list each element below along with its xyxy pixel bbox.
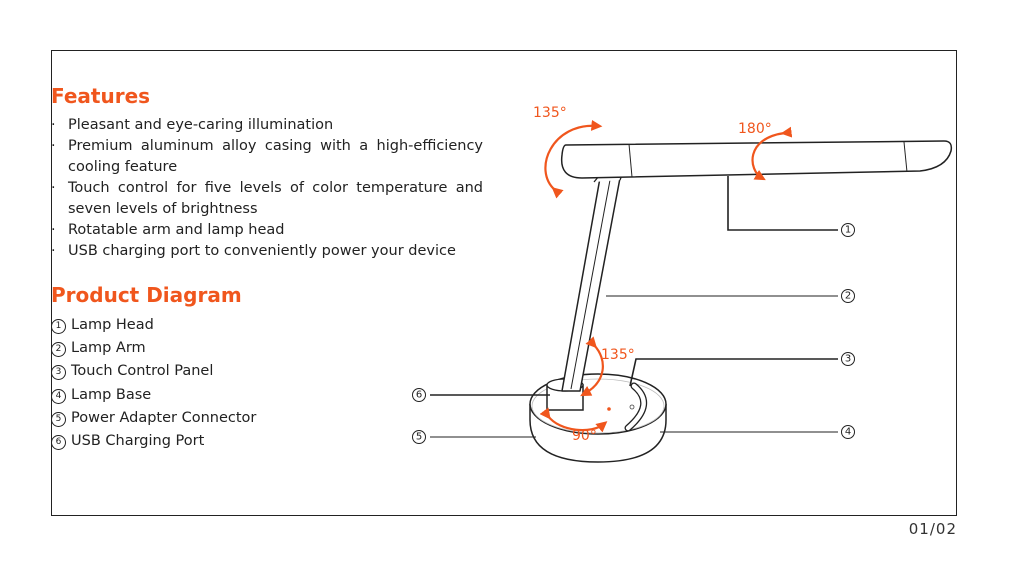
part-item: 1 Lamp Head <box>51 314 256 337</box>
callout-number: 2 <box>845 291 851 302</box>
part-label: Lamp Head <box>71 317 154 333</box>
part-label: Lamp Arm <box>71 340 146 357</box>
angle-label-arm-top: 135° <box>533 105 567 121</box>
part-label: Lamp Base <box>71 386 152 403</box>
part-number-badge: 2 <box>51 342 66 358</box>
features-heading: Features <box>51 84 151 108</box>
arm-base-tilt-arrow <box>580 336 604 397</box>
angle-label-head: 180° <box>738 121 772 137</box>
feature-item: USB charging port to conveniently power … <box>51 241 483 262</box>
head-rotation-arrow <box>751 126 793 181</box>
page-frame <box>51 50 957 516</box>
callout-6: 6 <box>412 388 426 402</box>
part-label: USB Charging Port <box>71 433 205 450</box>
part-item: 2 Lamp Arm <box>51 337 256 360</box>
callout-number: 5 <box>416 432 422 443</box>
part-number-badge: 4 <box>51 388 66 404</box>
page-number: 01/02 <box>908 520 957 538</box>
part-number-badge: 5 <box>51 411 66 427</box>
part-item: 3 Touch Control Panel <box>51 360 256 383</box>
feature-item: Rotatable arm and lamp head <box>51 220 483 241</box>
callout-4: 4 <box>841 425 855 439</box>
callout-3: 3 <box>841 352 855 366</box>
callout-number: 1 <box>845 225 851 236</box>
part-label: Touch Control Panel <box>71 363 214 380</box>
power-indicator-dot <box>607 407 611 411</box>
callout-1: 1 <box>841 223 855 237</box>
parts-list: 1 Lamp Head 2 Lamp Arm 3 Touch Control Pane… <box>51 314 256 453</box>
part-item: 4 Lamp Base <box>51 384 256 407</box>
part-number-badge: 6 <box>51 435 66 451</box>
arm-tilt-arrow <box>544 119 603 199</box>
feature-item: Pleasant and eye-caring illumination <box>51 115 483 136</box>
part-number-badge: 1 <box>51 319 66 334</box>
feature-item: Touch control for five levels of color t… <box>51 178 483 220</box>
callout-number: 6 <box>416 390 422 401</box>
part-item: 5 Power Adapter Connector <box>51 407 256 430</box>
callout-number: 4 <box>845 427 851 438</box>
features-list: Pleasant and eye-caring illumination Pre… <box>51 115 483 262</box>
angle-label-arm-base: 135° <box>601 347 635 363</box>
callout-2: 2 <box>841 289 855 303</box>
touch-control-panel <box>624 382 647 432</box>
part-number-badge: 3 <box>51 365 66 381</box>
angle-label-base-swivel: 90° <box>572 428 597 444</box>
callout-leader-lines <box>430 176 838 438</box>
base-swivel-arrow <box>539 407 608 433</box>
part-item: 6 USB Charging Port <box>51 430 256 453</box>
callout-5: 5 <box>412 430 426 444</box>
feature-item: Premium aluminum alloy casing with a hig… <box>51 136 483 178</box>
callout-number: 3 <box>845 354 851 365</box>
part-label: Power Adapter Connector <box>71 409 257 426</box>
product-diagram-heading: Product Diagram <box>51 283 242 307</box>
